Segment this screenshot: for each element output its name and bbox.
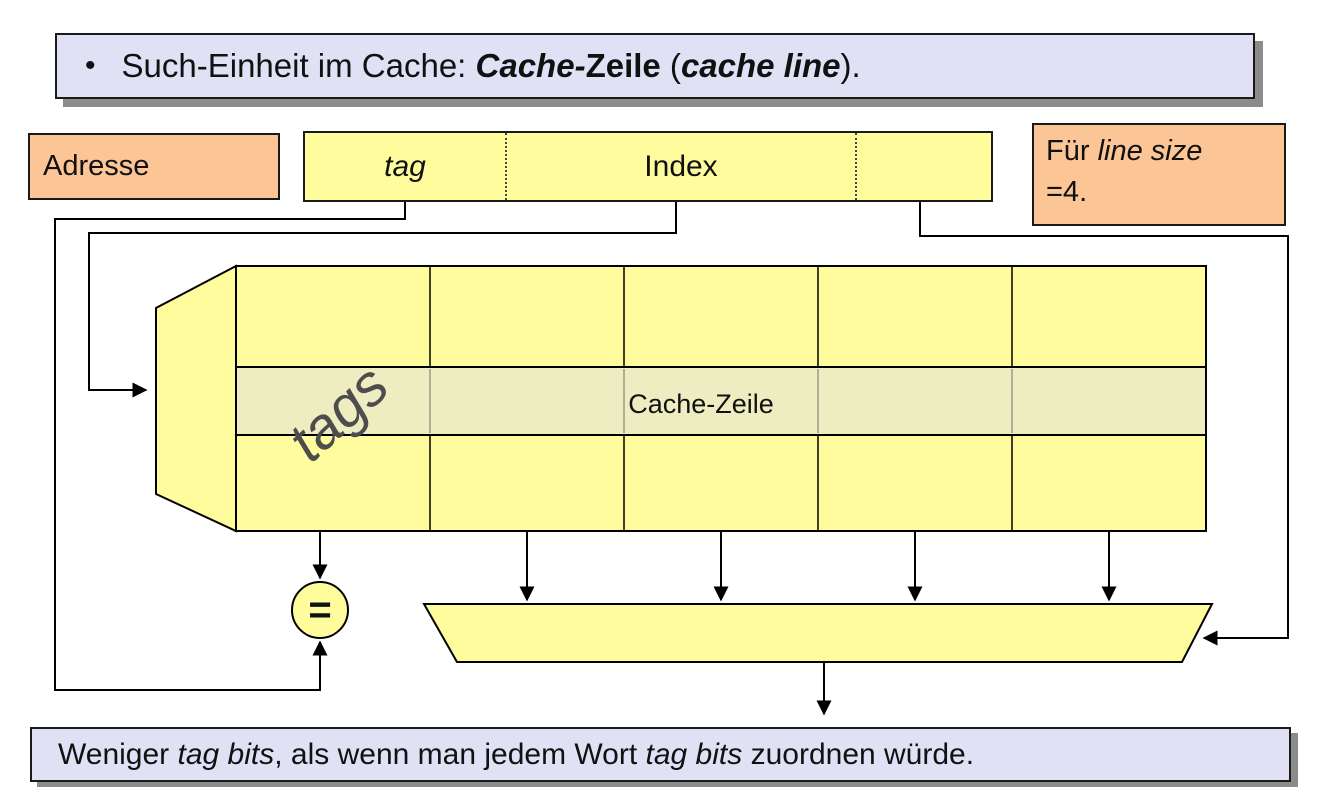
- tag-connector: [54, 202, 406, 691]
- register-segment-index: Index: [505, 133, 855, 200]
- cache-table: Cache-Zeile: [235, 265, 1207, 532]
- banner-segment-italic: tag bits: [645, 737, 743, 771]
- mux-trapezoid: [422, 603, 1214, 663]
- banner-segment-plain: ).: [840, 47, 861, 84]
- note-plain-text: Für: [1046, 135, 1098, 167]
- banner-segment-italic: tag bits: [177, 737, 275, 771]
- line-size-note-line2: =4.: [1046, 172, 1284, 213]
- tag-field-label: tag: [384, 149, 426, 183]
- banner-segment-plain: (: [660, 47, 681, 84]
- line-size-note-line1: Für line size: [1046, 131, 1284, 172]
- top-banner: • Such-Einheit im Cache: Cache-Zeile (ca…: [55, 33, 1255, 99]
- index-field-label: Index: [644, 149, 718, 183]
- bottom-banner-text: Weniger tag bits, als wenn man jedem Wor…: [58, 738, 974, 772]
- cache-line-highlight: [235, 366, 1207, 436]
- register-segment-offset: [855, 133, 991, 200]
- bottom-banner: Weniger tag bits, als wenn man jedem Wor…: [30, 727, 1291, 782]
- banner-segment-bold: Zeile: [585, 47, 661, 84]
- line-size-note: Für line size =4.: [1032, 123, 1286, 226]
- offset-connector: [919, 202, 1289, 646]
- banner-segment-bold-italic: Cache-: [475, 47, 586, 84]
- comparator-equals-label: =: [308, 588, 331, 632]
- banner-segment-bold-italic: cache line: [680, 47, 841, 84]
- banner-segment-plain: , als wenn man jedem Wort: [274, 737, 646, 771]
- top-banner-text: Such-Einheit im Cache: Cache-Zeile (cach…: [122, 47, 861, 85]
- banner-segment-plain: Weniger: [58, 737, 178, 771]
- banner-segment-plain: zuordnen würde.: [742, 737, 975, 771]
- cache-line-label: Cache-Zeile: [628, 389, 774, 419]
- banner-segment-plain: Such-Einheit im Cache:: [121, 47, 476, 84]
- register-segment-tag: tag: [305, 133, 505, 200]
- bullet-icon: •: [85, 49, 96, 82]
- adresse-box: Adresse: [28, 133, 280, 200]
- address-register: tag Index: [303, 131, 993, 202]
- note-italic-text: line size: [1097, 135, 1203, 167]
- index-connector: [88, 202, 677, 398]
- note-plain-text: =4.: [1046, 176, 1088, 209]
- adresse-label: Adresse: [43, 150, 150, 182]
- comparator-circle: [291, 581, 349, 639]
- tag-array-shape: [155, 264, 237, 533]
